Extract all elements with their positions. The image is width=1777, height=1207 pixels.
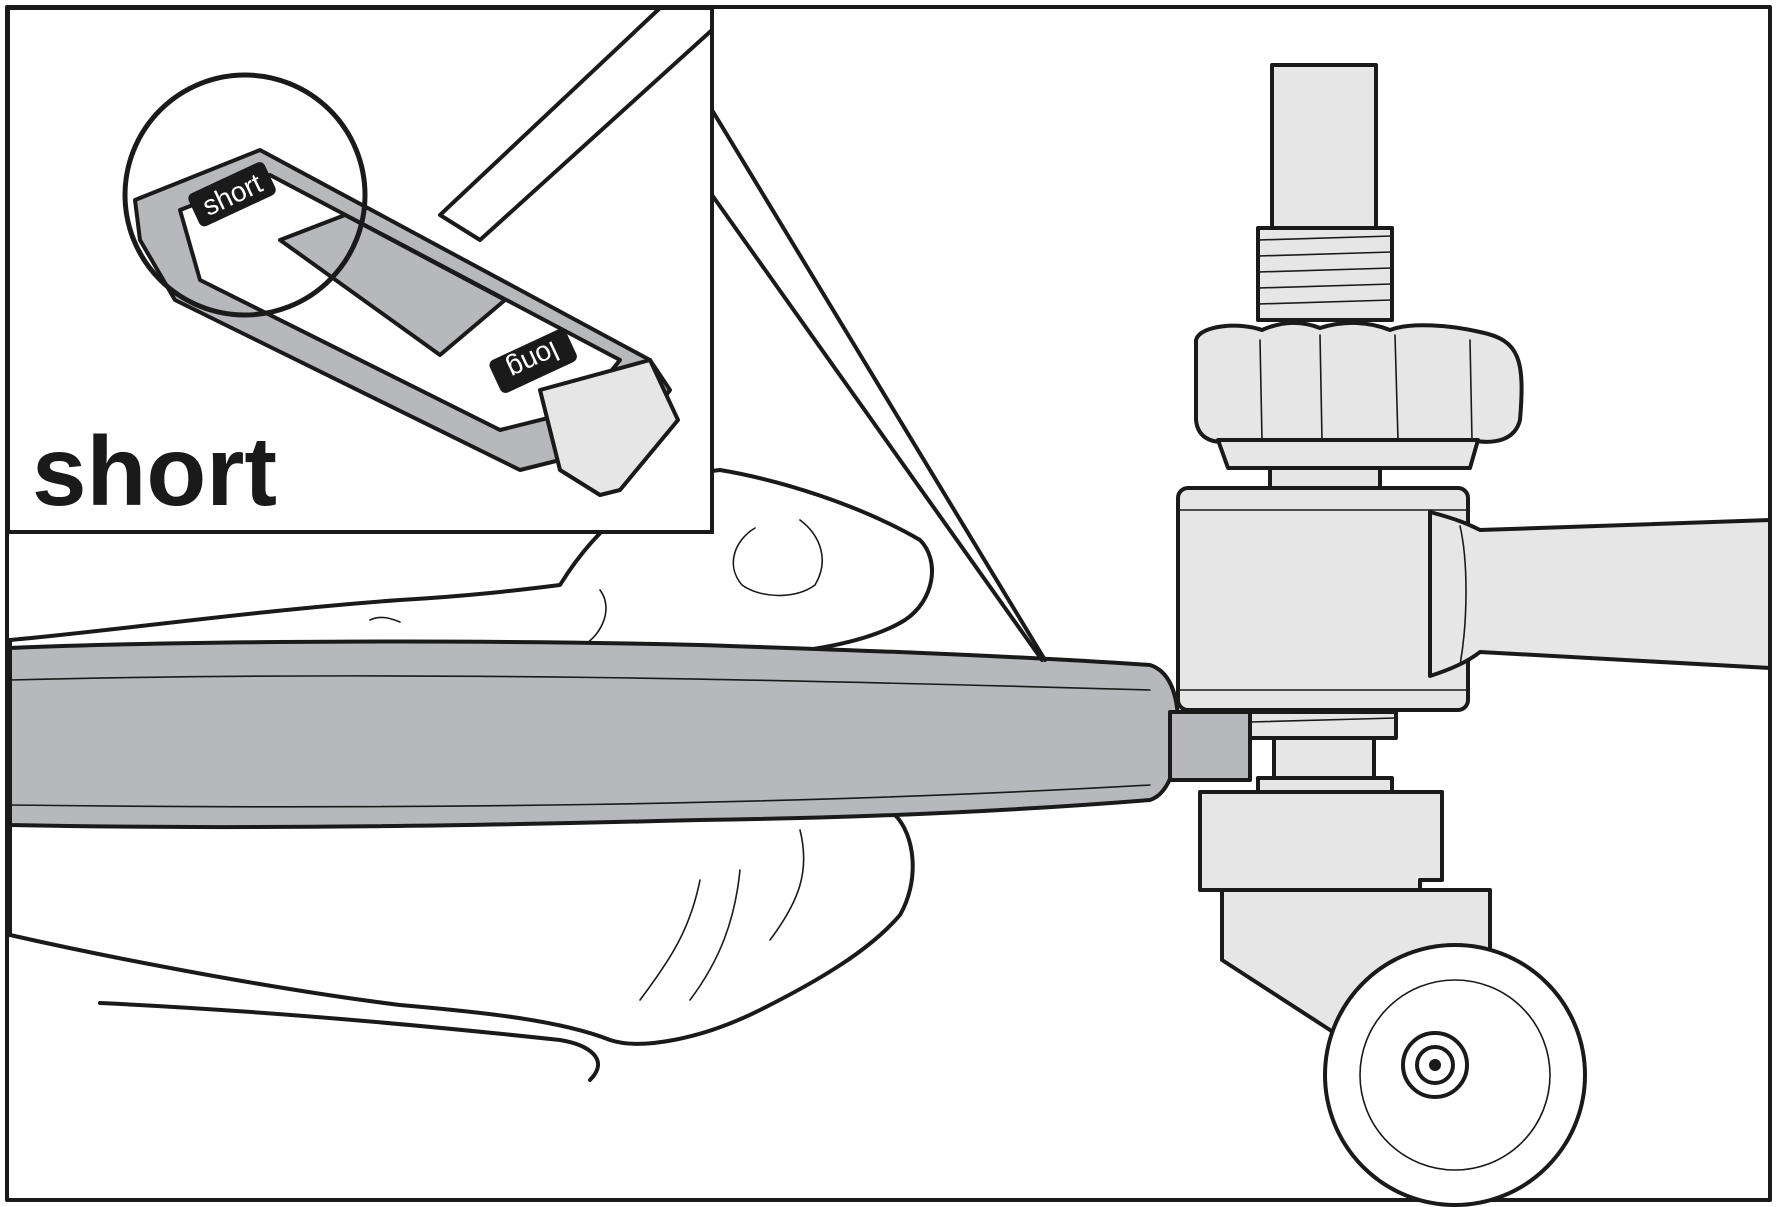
- brand-plate: [278, 213, 507, 357]
- rod-threads: [1256, 226, 1394, 322]
- caster-bracket: [1198, 790, 1444, 892]
- stem: [1272, 736, 1376, 782]
- inset-callout: short long short: [6, 6, 1047, 662]
- hand-lower: [8, 813, 915, 1082]
- magnify-circle: [122, 72, 368, 318]
- housing-block: [1176, 486, 1470, 712]
- caster-assembly: [1176, 63, 1772, 1207]
- caster-wheel-rim: [1359, 979, 1551, 1171]
- screwdriver-shaft: [438, 6, 714, 242]
- threaded-rod: [1270, 63, 1378, 247]
- lower-threads: [1248, 710, 1398, 740]
- big-short-label: short: [32, 416, 277, 526]
- allen-key-handle: [8, 639, 1181, 830]
- star-knob: [1194, 320, 1524, 470]
- allen-key-shaft: [1168, 710, 1252, 782]
- wheel-axle-center: [1429, 1059, 1441, 1071]
- tool-end-fitting: [538, 358, 680, 497]
- frame-arm: [1428, 510, 1772, 678]
